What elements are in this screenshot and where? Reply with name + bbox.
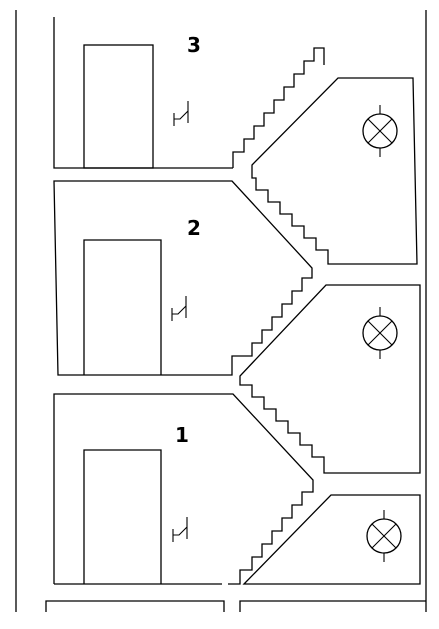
- floor-3-stair-landing: [251, 77, 418, 265]
- floor-3-landing: [53, 17, 233, 169]
- floor-3-switch-icon: [173, 101, 189, 126]
- floor-2-door: [83, 239, 162, 375]
- floor-1: 1: [53, 393, 421, 585]
- floor-3-lamp-icon: [362, 105, 398, 157]
- floor-3-door: [83, 44, 154, 169]
- floor-2-stair-landing: [239, 284, 421, 474]
- basement-left-room: [45, 600, 225, 612]
- floor-1-door: [83, 449, 162, 584]
- basement-partial: [45, 600, 426, 612]
- floor-3: 3: [53, 17, 418, 265]
- floor-1-switch-icon: [172, 517, 188, 542]
- floor-2-lamp-icon: [362, 307, 398, 359]
- basement-right-room: [239, 600, 426, 612]
- floor-2-landing: [53, 180, 313, 376]
- floor-2-switch-icon: [171, 296, 187, 321]
- floor-2: 2: [53, 180, 421, 474]
- floor-1-number: 1: [175, 423, 189, 447]
- floor-3-number: 3: [187, 33, 201, 57]
- floor-2-number: 2: [187, 216, 201, 240]
- floor-3-stair-up: [232, 47, 325, 168]
- floor-1-landing: [53, 393, 314, 585]
- floor-1-stair-landing: [242, 494, 421, 585]
- floor-1-lamp-icon: [366, 510, 402, 562]
